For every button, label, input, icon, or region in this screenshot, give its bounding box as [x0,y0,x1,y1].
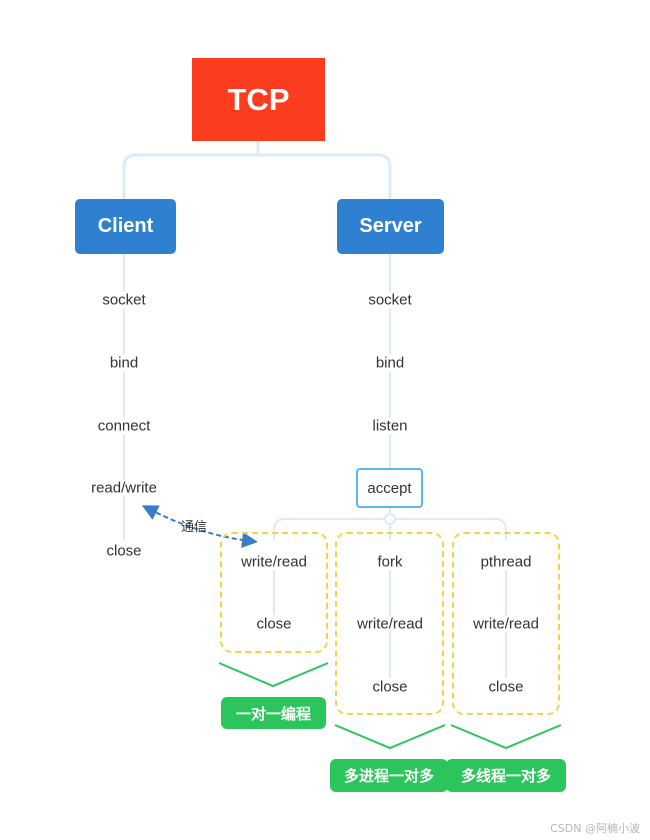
branch-group-one-to-one [220,532,328,653]
client-step-socket: socket [100,291,148,309]
communication-label: 通信 [181,520,208,535]
branch1-step-close: close [254,615,294,633]
client-step-connect: connect [95,417,153,435]
tag-multiprocess: 多进程一对多 [330,759,448,792]
branch-group-multiprocess [335,532,444,715]
tag-multithread: 多线程一对多 [446,759,566,792]
branch3-step-pthread: pthread [478,553,534,571]
branch2-step-fork: fork [375,553,405,571]
server-step-bind: bind [373,354,407,372]
branch3-step-close: close [486,678,526,696]
server-step-accept: accept [356,468,423,508]
root-node-tcp: TCP [192,58,325,141]
client-step-read-write: read/write [89,479,159,497]
branch2-step-write-read: write/read [355,615,425,633]
branch1-step-write-read: write/read [239,553,309,571]
client-node: Client [75,199,176,254]
tag-one-to-one: 一对一编程 [221,697,326,729]
server-node: Server [337,199,444,254]
client-step-close: close [104,542,144,560]
client-step-bind: bind [107,354,141,372]
watermark: CSDN @阿楠小波 [550,822,640,835]
branch2-step-close: close [370,678,410,696]
server-step-listen: listen [370,417,410,435]
branch3-step-write-read: write/read [471,615,541,633]
server-step-socket: socket [366,291,414,309]
branch-group-multithread [452,532,560,715]
